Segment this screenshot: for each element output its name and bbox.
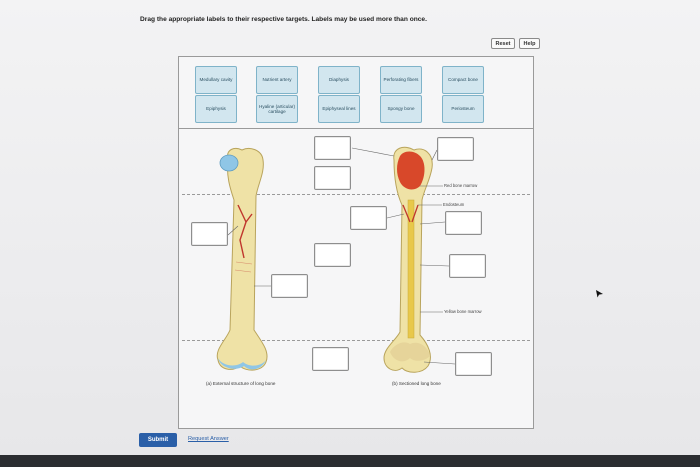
leader-line [386,213,405,219]
drop-target-2[interactable] [314,166,351,190]
taskbar [0,455,700,467]
drop-target-9[interactable] [449,254,486,278]
drop-target-11[interactable] [455,352,492,376]
label-epiphysis[interactable]: Epiphysis [195,95,237,123]
label-epiphyseal-lines[interactable]: Epiphyseal lines [318,95,360,123]
epiphysis-boundary-line [182,194,530,195]
label-nutrient-artery[interactable]: Nutrient artery [256,66,298,94]
caption-external-structure: (a) External structure of long bone [206,381,276,386]
callout-endosteum: Endosteum [443,202,465,207]
drop-target-10[interactable] [312,347,349,371]
drop-target-4[interactable] [350,206,387,230]
epiphysis-boundary-line [182,340,530,341]
label-compact-bone[interactable]: Compact bone [442,66,484,94]
drop-target-1[interactable] [314,136,351,160]
instructions-text: Drag the appropriate labels to their res… [140,16,427,23]
drop-target-3[interactable] [191,222,228,246]
drop-target-5[interactable] [314,243,351,267]
mouse-cursor-icon [596,290,603,298]
label-bank [178,56,534,129]
label-spongy-bone[interactable]: Spongy bone [380,95,422,123]
drop-target-8[interactable] [445,211,482,235]
sectioned-bone-drawing [383,146,433,373]
callout-red-bone-marrow: Red bone marrow [444,183,478,188]
request-answer-link[interactable]: Request Answer [188,436,229,442]
leader-line [351,147,395,157]
caption-sectioned-bone: (b) Sectioned long bone [392,381,441,386]
submit-button[interactable]: Submit [139,433,177,447]
drop-target-7[interactable] [437,137,474,161]
leader-line [227,225,239,236]
callout-yellow-bone-marrow: Yellow bone marrow [444,309,482,314]
leader-line [419,221,446,225]
label-hyaline-cartilage[interactable]: Hyaline (articular) cartilage [256,95,298,123]
drop-target-6[interactable] [271,274,308,298]
external-bone-drawing [216,147,268,371]
label-periosteum[interactable]: Periosteum [442,95,484,123]
label-perforating-fibers[interactable]: Perforating fibers [380,66,422,94]
leader-line [423,361,456,365]
leader-line [419,264,450,267]
label-medullary-cavity[interactable]: Medullary cavity [195,66,237,94]
leader-line [431,149,438,161]
help-button[interactable]: Help [519,38,540,49]
label-diaphysis[interactable]: Diaphysis [318,66,360,94]
reset-button[interactable]: Reset [491,38,515,49]
